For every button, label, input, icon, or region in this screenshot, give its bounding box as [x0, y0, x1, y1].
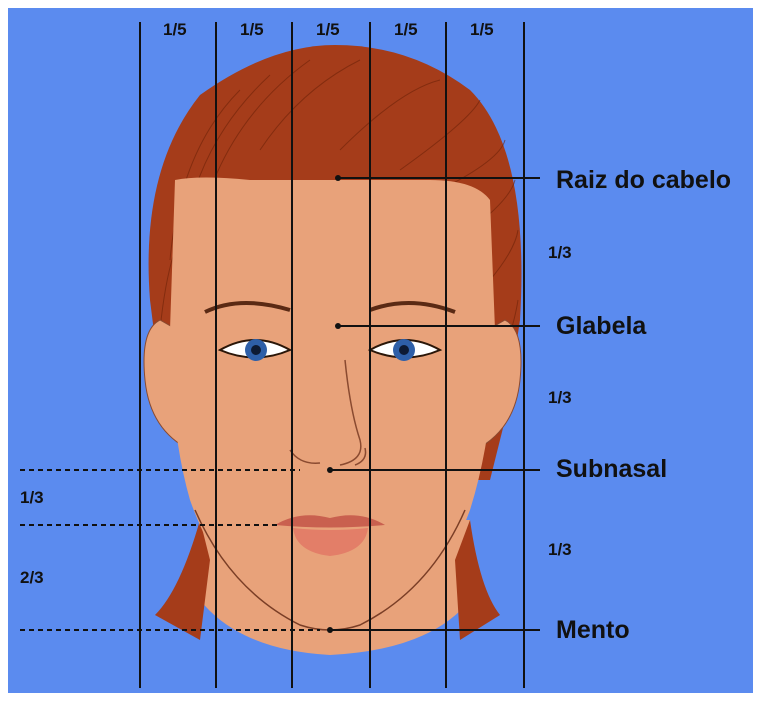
fifth-label-3: 1/5 — [316, 20, 340, 40]
lower-face-lower-ratio-label: 2/3 — [20, 568, 44, 588]
landmark-subnasal-label: Subnasal — [556, 455, 667, 484]
third-label-upper: 1/3 — [548, 243, 572, 263]
lower-face-upper-ratio-label: 1/3 — [20, 488, 44, 508]
fifth-label-2: 1/5 — [240, 20, 264, 40]
fifth-label-4: 1/5 — [394, 20, 418, 40]
landmark-menton-label: Mento — [556, 616, 630, 645]
third-label-middle: 1/3 — [548, 388, 572, 408]
landmark-hairline-label: Raiz do cabelo — [556, 166, 731, 195]
landmark-glabella-label: Glabela — [556, 312, 646, 341]
fifth-label-1: 1/5 — [163, 20, 187, 40]
fifth-label-5: 1/5 — [470, 20, 494, 40]
third-label-lower: 1/3 — [548, 540, 572, 560]
